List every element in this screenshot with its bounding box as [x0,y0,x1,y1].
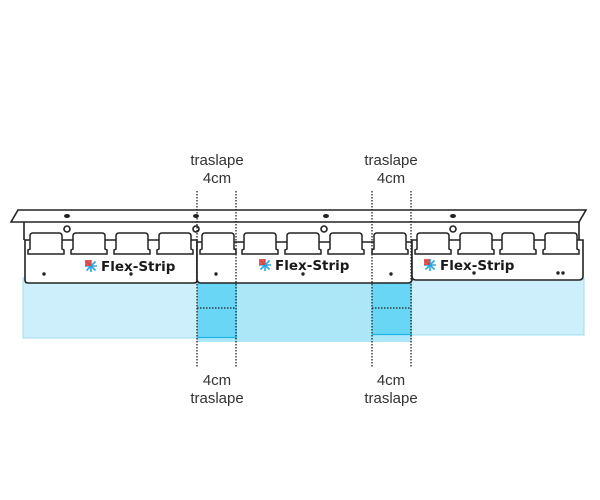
strip-clip [241,232,279,255]
rivet-dots [42,271,565,276]
strip-clip [113,232,151,255]
svg-text:traslape: traslape [190,390,243,407]
overlap-left [197,283,237,338]
strip-clip [327,232,365,255]
mounting-rail [9,209,588,240]
svg-text:traslape: traslape [364,152,417,169]
brand-text: Flex-Strip [101,259,176,275]
brand-logo-left: Flex-Strip [85,259,176,275]
svg-text:4cm: 4cm [203,170,231,187]
strip-clips [27,232,580,255]
strip-clip [499,232,537,255]
brand-text: Flex-Strip [275,258,350,274]
svg-text:4cm: 4cm [377,170,405,187]
strip-clip [27,232,65,255]
strip-clip [371,232,409,255]
strip-clip [284,232,322,255]
overlap-guides [196,191,412,368]
svg-text:4cm: 4cm [377,372,405,389]
brand-text: Flex-Strip [440,258,515,274]
svg-text:traslape: traslape [364,390,417,407]
svg-text:traslape: traslape [190,152,243,169]
strip-clip [457,232,495,255]
overlap-label-bottom-right: 4cm traslape [364,372,417,407]
overlap-label-bottom-left: 4cm traslape [190,372,243,407]
svg-text:4cm: 4cm [203,372,231,389]
sun-snowflake-icon [424,259,436,271]
overlap-right [372,283,412,335]
sun-snowflake-icon [85,260,97,272]
overlap-label-top-right: traslape 4cm [364,152,417,187]
strip-clip [542,232,580,255]
strip-clip [199,232,237,255]
sun-snowflake-icon [259,259,271,271]
brand-logo-middle: Flex-Strip [259,258,350,274]
strip-clip [70,232,108,255]
hanger-panel-right [411,239,584,281]
strip-clip [156,232,194,255]
brand-logo-right: Flex-Strip [424,258,515,274]
pvc-strips [22,277,585,342]
overlap-label-top-left: traslape 4cm [190,152,243,187]
strip-clip [414,232,452,255]
